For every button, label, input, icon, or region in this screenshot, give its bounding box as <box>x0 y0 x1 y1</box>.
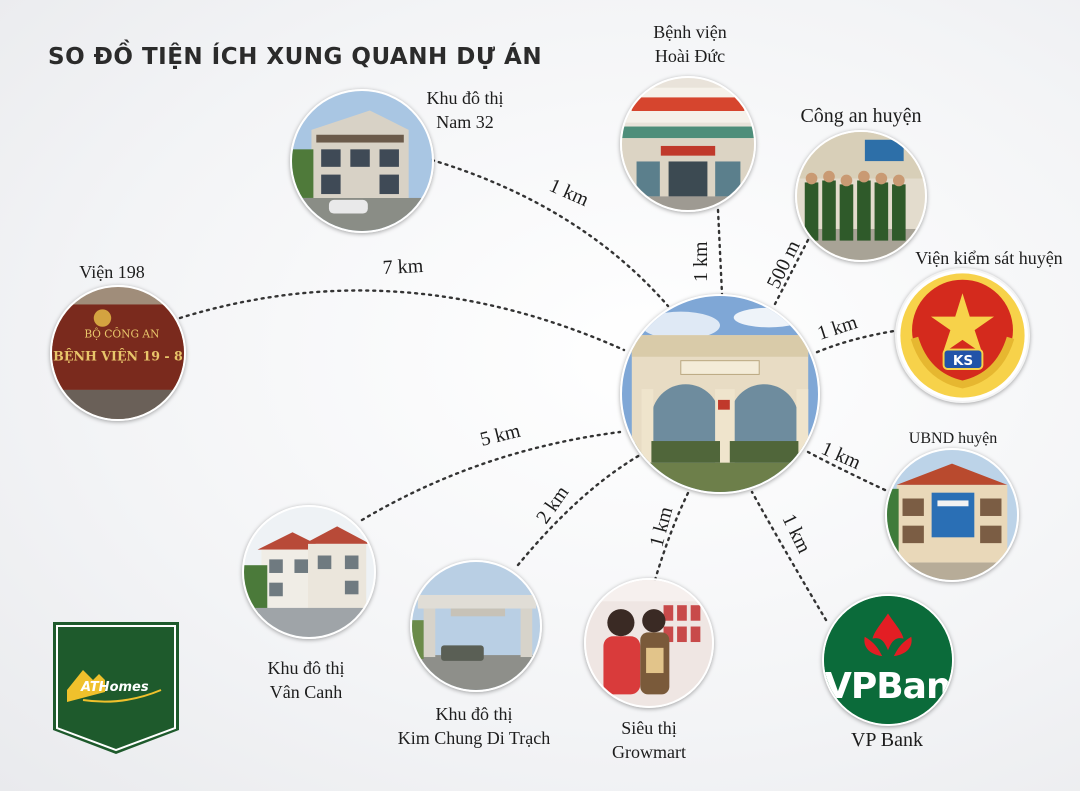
label-vien198-line1: Viện 198 <box>79 262 145 282</box>
label-growmart: Siêu thị Growmart <box>594 716 704 764</box>
label-kimchung-line1: Khu đô thị <box>435 704 513 724</box>
hospital-sign-icon: BỘ CÔNG AN BỆNH VIỆN 19 - 8 <box>52 287 184 419</box>
arch-gate-icon <box>622 296 818 492</box>
label-hoaiduc-line1: Bệnh viện <box>653 22 727 42</box>
label-vancanh-line1: Khu đô thị <box>267 658 345 678</box>
distance-vien198: 7 km <box>382 255 424 279</box>
gate-photo-icon <box>412 562 540 690</box>
distance-vancanh: 5 km <box>478 420 523 451</box>
athomes-logo-text: ATHomes <box>81 680 149 695</box>
label-hoaiduc: Bệnh viện Hoài Đức <box>630 20 750 68</box>
link-vancanh <box>360 430 622 522</box>
photo-hoaiduc <box>620 76 756 212</box>
label-vancanh-line2: Vân Canh <box>269 682 343 702</box>
link-nam32 <box>430 158 670 308</box>
label-kimchung: Khu đô thị Kim Chung Di Trạch <box>384 702 564 750</box>
link-vien198 <box>178 289 626 352</box>
label-growmart-line2: Growmart <box>612 742 686 762</box>
link-kiemsat <box>813 328 902 355</box>
label-congan-line1: Công an huyện <box>800 105 922 127</box>
sign-line-2: BỆNH VIỆN 19 - 8 <box>53 349 183 364</box>
vpbank-logo-icon <box>824 596 952 724</box>
photo-kimchung <box>410 560 542 692</box>
link-vpbank <box>750 490 828 622</box>
label-nam32: Khu đô thị Nam 32 <box>410 86 520 134</box>
label-vpbank: VP Bank <box>832 728 942 752</box>
emblem-icon: KS <box>900 273 1025 398</box>
photo-growmart <box>584 578 714 708</box>
link-kimchung <box>516 453 642 567</box>
supermarket-photo-icon <box>586 580 712 706</box>
link-congan <box>773 238 810 306</box>
police-photo-icon <box>797 132 925 260</box>
photo-kiemsat: KS <box>895 268 1030 403</box>
villa-photo-icon <box>292 91 432 231</box>
label-growmart-line1: Siêu thị <box>621 718 677 738</box>
label-vancanh: Khu đô thị Vân Canh <box>246 656 366 704</box>
label-nam32-line1: Khu đô thị <box>426 88 504 108</box>
sign-line-1: BỘ CÔNG AN <box>84 326 159 340</box>
distance-kiemsat: 1 km <box>815 311 861 345</box>
government-building-icon <box>887 450 1017 580</box>
photo-vancanh <box>242 505 376 639</box>
hospital-photo-icon <box>622 78 754 210</box>
photo-nam32 <box>290 89 434 233</box>
athomes-logo-icon <box>53 622 179 754</box>
distance-growmart: 1 km <box>646 504 678 549</box>
athomes-logo: ATHomes <box>53 622 179 754</box>
distance-kimchung: 2 km <box>532 482 574 528</box>
label-ubnd-line1: UBND huyện <box>908 430 998 447</box>
emblem-text: KS <box>953 353 973 369</box>
label-ubnd: UBND huyện <box>893 427 1013 451</box>
link-ubnd <box>806 450 887 492</box>
label-kimchung-line2: Kim Chung Di Trạch <box>397 728 551 748</box>
villa-photo-icon <box>244 507 374 637</box>
label-kiemsat: Viện kiểm sát huyện <box>903 246 1075 270</box>
label-vpbank-line1: VP Bank <box>850 729 924 751</box>
photo-vien198: BỘ CÔNG AN BỆNH VIỆN 19 - 8 <box>50 285 186 421</box>
label-congan: Công an huyện <box>790 104 932 128</box>
label-nam32-line2: Nam 32 <box>436 112 494 132</box>
distance-nam32: 1 km <box>546 174 592 211</box>
photo-ubnd <box>885 448 1019 582</box>
distance-vpbank: 1 km <box>778 511 816 557</box>
label-vien198: Viện 198 <box>62 260 162 284</box>
distance-congan: 500 m <box>763 237 805 292</box>
link-hoaiduc <box>716 208 724 296</box>
photo-congan <box>795 130 927 262</box>
label-hoaiduc-line2: Hoài Đức <box>654 46 726 66</box>
distance-hoaiduc: 1 km <box>690 241 712 282</box>
diagram-title: SO ĐỒ TIỆN ÍCH XUNG QUANH DỰ ÁN <box>48 44 543 70</box>
project-hub-photo <box>620 294 820 494</box>
label-kiemsat-line1: Viện kiểm sát huyện <box>915 248 1063 268</box>
link-growmart <box>653 491 690 582</box>
